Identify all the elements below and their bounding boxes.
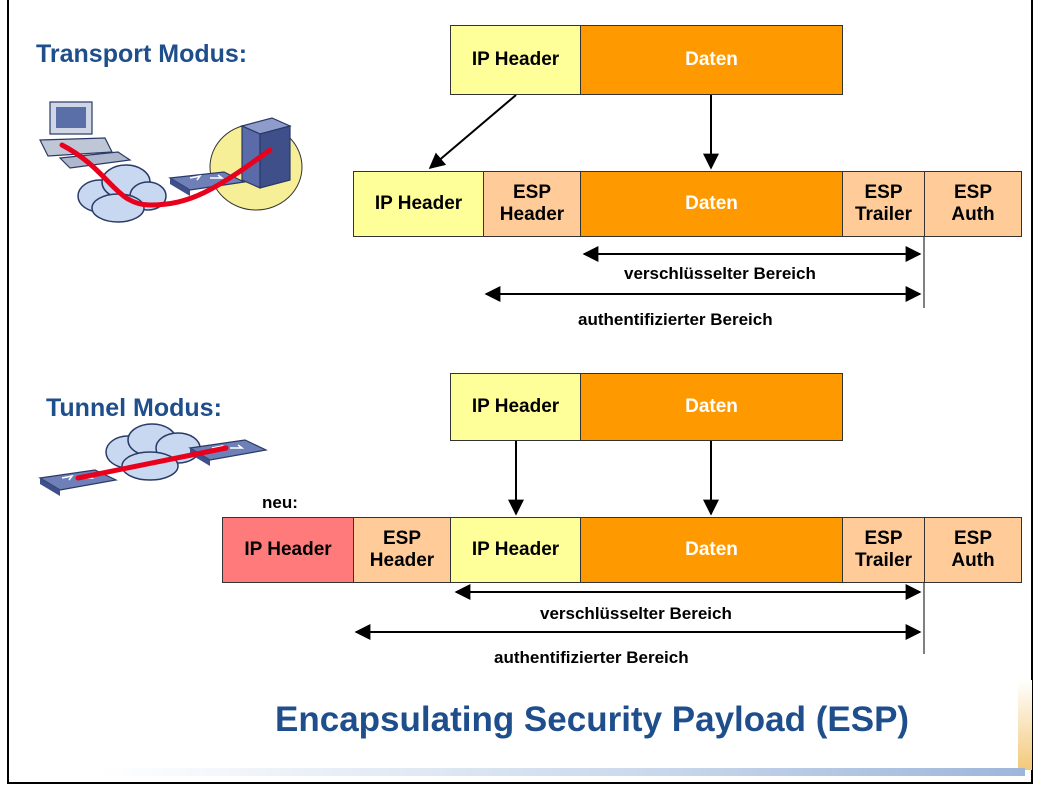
- transport-data: Daten: [580, 171, 843, 237]
- title-underline: [100, 768, 1025, 776]
- transport-illustration: [39, 101, 303, 223]
- corner-accent: [1018, 680, 1032, 770]
- transport-original-ip-header: IP Header: [450, 25, 581, 95]
- computer-icon: [39, 101, 132, 169]
- transport-original-data: Daten: [580, 25, 843, 95]
- tunnel-data: Daten: [580, 517, 843, 583]
- tunnel-esp-trailer: ESP Trailer: [842, 517, 925, 583]
- tunnel-authenticated-label: authentifizierter Bereich: [494, 648, 689, 667]
- transport-esp-header: ESP Header: [483, 171, 581, 237]
- slide-frame: [7, 0, 1033, 784]
- transport-authenticated-label: authentifizierter Bereich: [578, 310, 773, 329]
- transport-heading: Transport Modus:: [36, 40, 248, 68]
- cloud-icon: [105, 423, 201, 481]
- transport-esp-trailer: ESP Trailer: [842, 171, 925, 237]
- arrow-ip-header: [428, 94, 517, 170]
- tunnel-original-data: Daten: [580, 373, 843, 441]
- tunnel-illustration: [38, 423, 268, 496]
- tunnel-heading: Tunnel Modus:: [46, 394, 222, 422]
- tunnel-ip-header: IP Header: [450, 517, 581, 583]
- transport-encrypted-label: verschlüsselter Bereich: [624, 264, 816, 283]
- router-icon: [168, 171, 246, 196]
- transport-esp-auth: ESP Auth: [924, 171, 1022, 237]
- server-icon: [240, 117, 292, 189]
- tunnel-original-ip-header: IP Header: [450, 373, 581, 441]
- tunnel-new-ip-header: IP Header: [222, 517, 354, 583]
- new-label: neu:: [262, 493, 298, 512]
- transport-connection-line: [59, 142, 273, 208]
- transport-ip-header: IP Header: [353, 171, 484, 237]
- tunnel-connection-line: [75, 445, 229, 481]
- tunnel-encrypted-label: verschlüsselter Bereich: [540, 604, 732, 623]
- slide-title: Encapsulating Security Payload (ESP): [275, 700, 910, 739]
- tunnel-esp-auth: ESP Auth: [924, 517, 1022, 583]
- tunnel-esp-header: ESP Header: [353, 517, 451, 583]
